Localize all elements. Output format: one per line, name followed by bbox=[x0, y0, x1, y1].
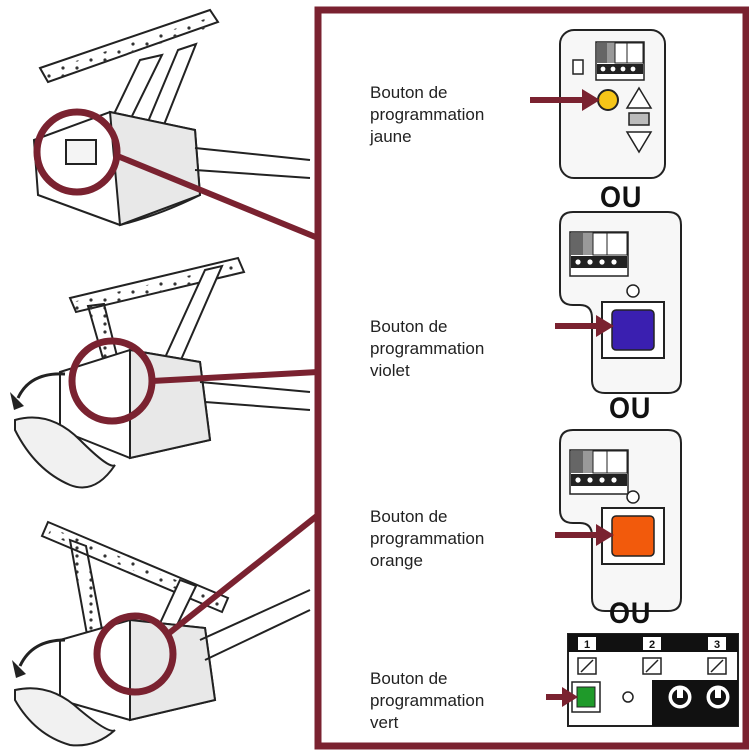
circular-arrow-head-1 bbox=[10, 392, 24, 410]
label-yellow-line-1: Bouton de bbox=[370, 83, 448, 102]
separator-ou-2: OU bbox=[609, 392, 652, 425]
violet-programming-button[interactable] bbox=[611, 309, 655, 351]
pointer-arrow-icon-1 bbox=[530, 89, 600, 111]
pointer-arrow-icon-2 bbox=[555, 315, 614, 337]
separator-ou-3: OU bbox=[609, 597, 652, 630]
connector-line-3 bbox=[166, 512, 320, 637]
label-orange-line-1: Bouton de bbox=[370, 507, 448, 526]
connector-line-2 bbox=[151, 369, 319, 384]
label-yellow-line-3: jaune bbox=[370, 127, 412, 146]
focus-ring-1 bbox=[33, 108, 121, 196]
label-green-line-1: Bouton de bbox=[370, 669, 448, 688]
circular-arrow-icon-2 bbox=[18, 638, 66, 667]
pointer-arrow-icon-3 bbox=[555, 524, 614, 546]
label-orange-line-3: orange bbox=[370, 551, 423, 570]
dial-icon-1 bbox=[668, 685, 692, 709]
label-green-line-2: programmation bbox=[370, 691, 485, 710]
circular-arrow-icon-1 bbox=[16, 372, 66, 399]
violet-button-panel bbox=[559, 211, 682, 394]
panel-number-2: 2 bbox=[649, 639, 655, 651]
label-violet-line-2: programmation bbox=[370, 339, 485, 358]
orange-programming-button[interactable] bbox=[611, 515, 655, 557]
label-green: Bouton de programmation vert bbox=[370, 668, 484, 734]
label-green-line-3: vert bbox=[370, 713, 399, 732]
label-violet-line-1: Bouton de bbox=[370, 317, 448, 336]
yellow-button-panel bbox=[559, 29, 666, 179]
yellow-programming-button[interactable] bbox=[597, 89, 619, 111]
pointer-arrow-icon-4 bbox=[546, 687, 578, 707]
label-violet: Bouton de programmation violet bbox=[370, 316, 484, 382]
up-arrow-icon bbox=[625, 86, 653, 109]
label-orange: Bouton de programmation orange bbox=[370, 506, 484, 572]
terminal-block-icon-3 bbox=[569, 449, 629, 495]
label-yellow-line-2: programmation bbox=[370, 105, 485, 124]
green-programming-button[interactable] bbox=[576, 686, 596, 708]
label-yellow: Bouton de programmation jaune bbox=[370, 82, 484, 148]
dial-icon-2 bbox=[706, 685, 730, 709]
separator-ou-1: OU bbox=[600, 181, 643, 214]
orange-button-panel bbox=[559, 429, 682, 612]
focus-ring-3 bbox=[93, 612, 177, 696]
panel-number-1: 1 bbox=[584, 639, 590, 651]
panel-number-3: 3 bbox=[714, 639, 720, 651]
label-violet-line-3: violet bbox=[370, 361, 410, 380]
terminal-block-icon-1 bbox=[595, 41, 645, 81]
connector-line-1 bbox=[113, 152, 320, 241]
terminal-block-icon-2 bbox=[569, 231, 629, 277]
down-arrow-icon bbox=[625, 131, 653, 154]
circular-arrow-head-2 bbox=[12, 660, 26, 678]
label-orange-line-2: programmation bbox=[370, 529, 485, 548]
green-button-panel: 1 2 3 bbox=[567, 633, 739, 727]
